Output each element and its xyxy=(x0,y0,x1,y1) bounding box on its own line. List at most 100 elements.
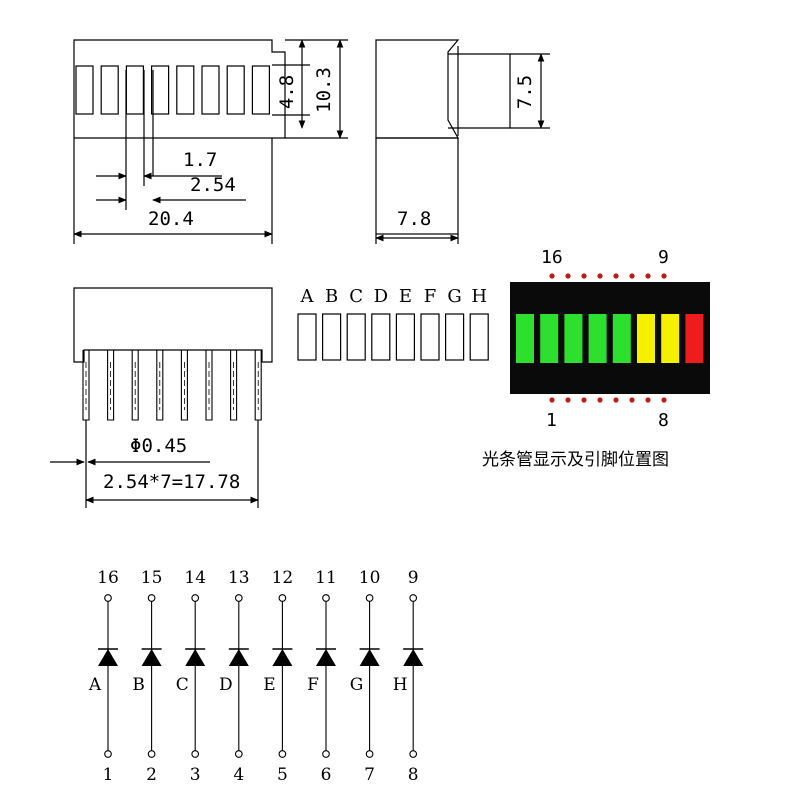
strip-letter-h: H xyxy=(471,286,487,307)
strip-letter-b: B xyxy=(325,286,338,307)
schematic-bottom-pin-label: 2 xyxy=(146,765,157,785)
photo-pin-dots xyxy=(549,273,667,403)
schematic-top-pin-label: 9 xyxy=(408,568,419,588)
schematic-top-pin-terminal xyxy=(365,594,374,602)
photo-top-pin-dot-5 xyxy=(613,273,619,279)
strip-letter-a: A xyxy=(300,286,315,307)
photo-top-pin-dot-1 xyxy=(549,273,555,279)
photo-pin-9-label: 9 xyxy=(658,247,669,268)
strip-letter-f: F xyxy=(424,286,437,307)
side-view-lower-body xyxy=(375,137,459,235)
strip-window-c xyxy=(346,313,366,361)
photo-pin-8-label: 8 xyxy=(658,410,669,431)
schematic-diode-triangle xyxy=(316,649,336,666)
dim-pin-diameter: Φ0.45 xyxy=(130,435,187,457)
schematic-diode-triangle xyxy=(185,649,206,666)
photo-top-pin-dot-3 xyxy=(581,273,587,279)
schematic-top-pin-label: 12 xyxy=(272,568,294,588)
dim-pitch: 2.54 xyxy=(190,174,236,196)
photo-top-pin-dot-8 xyxy=(661,273,667,279)
front-view-pins xyxy=(82,350,262,421)
schematic-diode-label: H xyxy=(393,675,408,695)
strip-window-b xyxy=(322,313,342,361)
dim-window-height: 4.8 xyxy=(276,75,298,109)
schematic-channel-d: 13D 4 xyxy=(219,568,250,785)
photo-segment-5 xyxy=(612,314,631,363)
photo-segment-8 xyxy=(685,314,704,363)
strip-window-d xyxy=(371,313,391,361)
schematic-bottom-pin-terminal xyxy=(104,750,112,758)
schematic-diode-label: B xyxy=(132,675,145,695)
schematic-bottom-pin-label: 4 xyxy=(233,765,244,785)
top-view-segment-windows xyxy=(75,65,270,115)
photo-segment-1 xyxy=(516,314,534,363)
schematic-bottom-pin-terminal xyxy=(147,750,156,758)
top-view-window-7 xyxy=(226,65,245,115)
schematic-diode-triangle xyxy=(272,649,293,666)
dim-total-width: 20.4 xyxy=(148,208,194,230)
top-view-window-2 xyxy=(100,65,119,115)
strip-letter-e: E xyxy=(399,286,412,307)
dim-pin-span: 2.54*7=17.78 xyxy=(103,471,240,493)
top-view-window-5 xyxy=(176,65,195,115)
strip-window-g xyxy=(445,313,465,361)
schematic-bottom-pin-terminal xyxy=(365,750,374,758)
schematic-diode-label: E xyxy=(263,675,275,695)
top-view-body-outline xyxy=(73,39,286,139)
schematic-top-pin-label: 14 xyxy=(184,568,206,588)
schematic-diode-triangle xyxy=(403,649,424,666)
front-view-pin-7 xyxy=(230,350,238,421)
front-view-pin-5 xyxy=(180,350,188,421)
photo-bottom-pin-dot-8 xyxy=(661,397,667,403)
schematic-top-pin-terminal xyxy=(147,594,156,602)
schematic-bottom-pin-terminal xyxy=(191,750,200,758)
photo-bottom-pin-dot-7 xyxy=(645,397,651,403)
front-view-pin-4 xyxy=(156,350,164,421)
photo-pin-16-label: 16 xyxy=(541,247,563,268)
photo-bottom-pin-dot-6 xyxy=(629,397,635,403)
schematic-diode-triangle xyxy=(228,649,249,666)
photo-top-pin-dot-2 xyxy=(565,273,571,279)
front-view-pin-2 xyxy=(107,350,115,421)
photo-bottom-pin-dot-2 xyxy=(565,397,571,403)
schematic-top-pin-terminal xyxy=(104,594,112,602)
schematic-diode-triangle xyxy=(98,649,118,666)
photo-top-pin-dot-7 xyxy=(645,273,651,279)
schematic-bottom-pin-label: 8 xyxy=(408,765,419,785)
schematic-diode-label: D xyxy=(219,675,233,695)
photo-segments xyxy=(516,314,704,363)
schematic-top-pin-label: 13 xyxy=(228,568,250,588)
strip-window-f xyxy=(420,313,440,361)
schematic-bottom-pin-terminal xyxy=(278,750,287,758)
dim-depth: 7.8 xyxy=(397,208,431,230)
front-view-pin-6 xyxy=(205,350,213,421)
schematic-bottom-pin-terminal xyxy=(409,750,418,758)
strip-letter-d: D xyxy=(374,286,388,307)
photo-segment-7 xyxy=(661,314,680,363)
side-view-pin xyxy=(448,53,511,129)
top-view-window-4 xyxy=(151,65,170,115)
schematic-bottom-pin-terminal xyxy=(322,750,330,758)
strip-letter-g: G xyxy=(447,286,461,307)
strip-window-e xyxy=(395,313,415,361)
schematic-top-pin-terminal xyxy=(278,594,287,602)
front-view-body-outline xyxy=(73,287,273,363)
schematic-bottom-pin-label: 6 xyxy=(321,765,332,785)
schematic-diode-label: C xyxy=(176,675,189,695)
schematic-diode-label: A xyxy=(88,675,102,695)
photo-segment-3 xyxy=(564,314,583,363)
photo-bottom-pin-dot-5 xyxy=(613,397,619,403)
photo-segment-4 xyxy=(588,314,607,363)
schematic-top-pin-label: 11 xyxy=(315,568,337,588)
dim-pin-height: 7.5 xyxy=(514,75,536,109)
schematic-top-pin-terminal xyxy=(409,594,418,602)
photo-segment-2 xyxy=(540,314,559,363)
bargraph-photo xyxy=(510,273,710,403)
schematic-bottom-pin-label: 7 xyxy=(364,765,375,785)
